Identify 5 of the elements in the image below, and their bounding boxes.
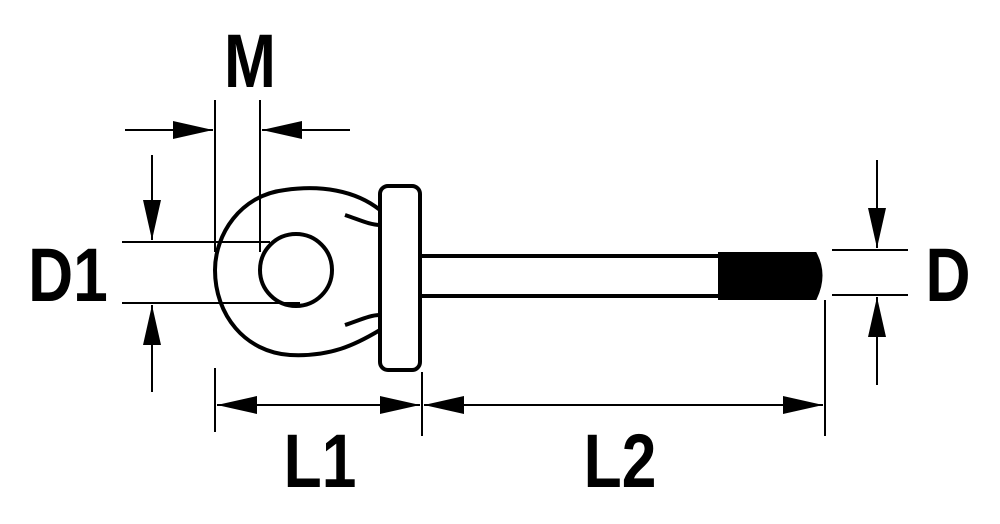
dimension-label: L1 <box>284 424 356 500</box>
dimension-label: D <box>926 238 970 314</box>
dimension-label: D1 <box>28 238 108 314</box>
dimension-label: L2 <box>584 424 656 500</box>
dimension-label: M <box>224 24 276 100</box>
